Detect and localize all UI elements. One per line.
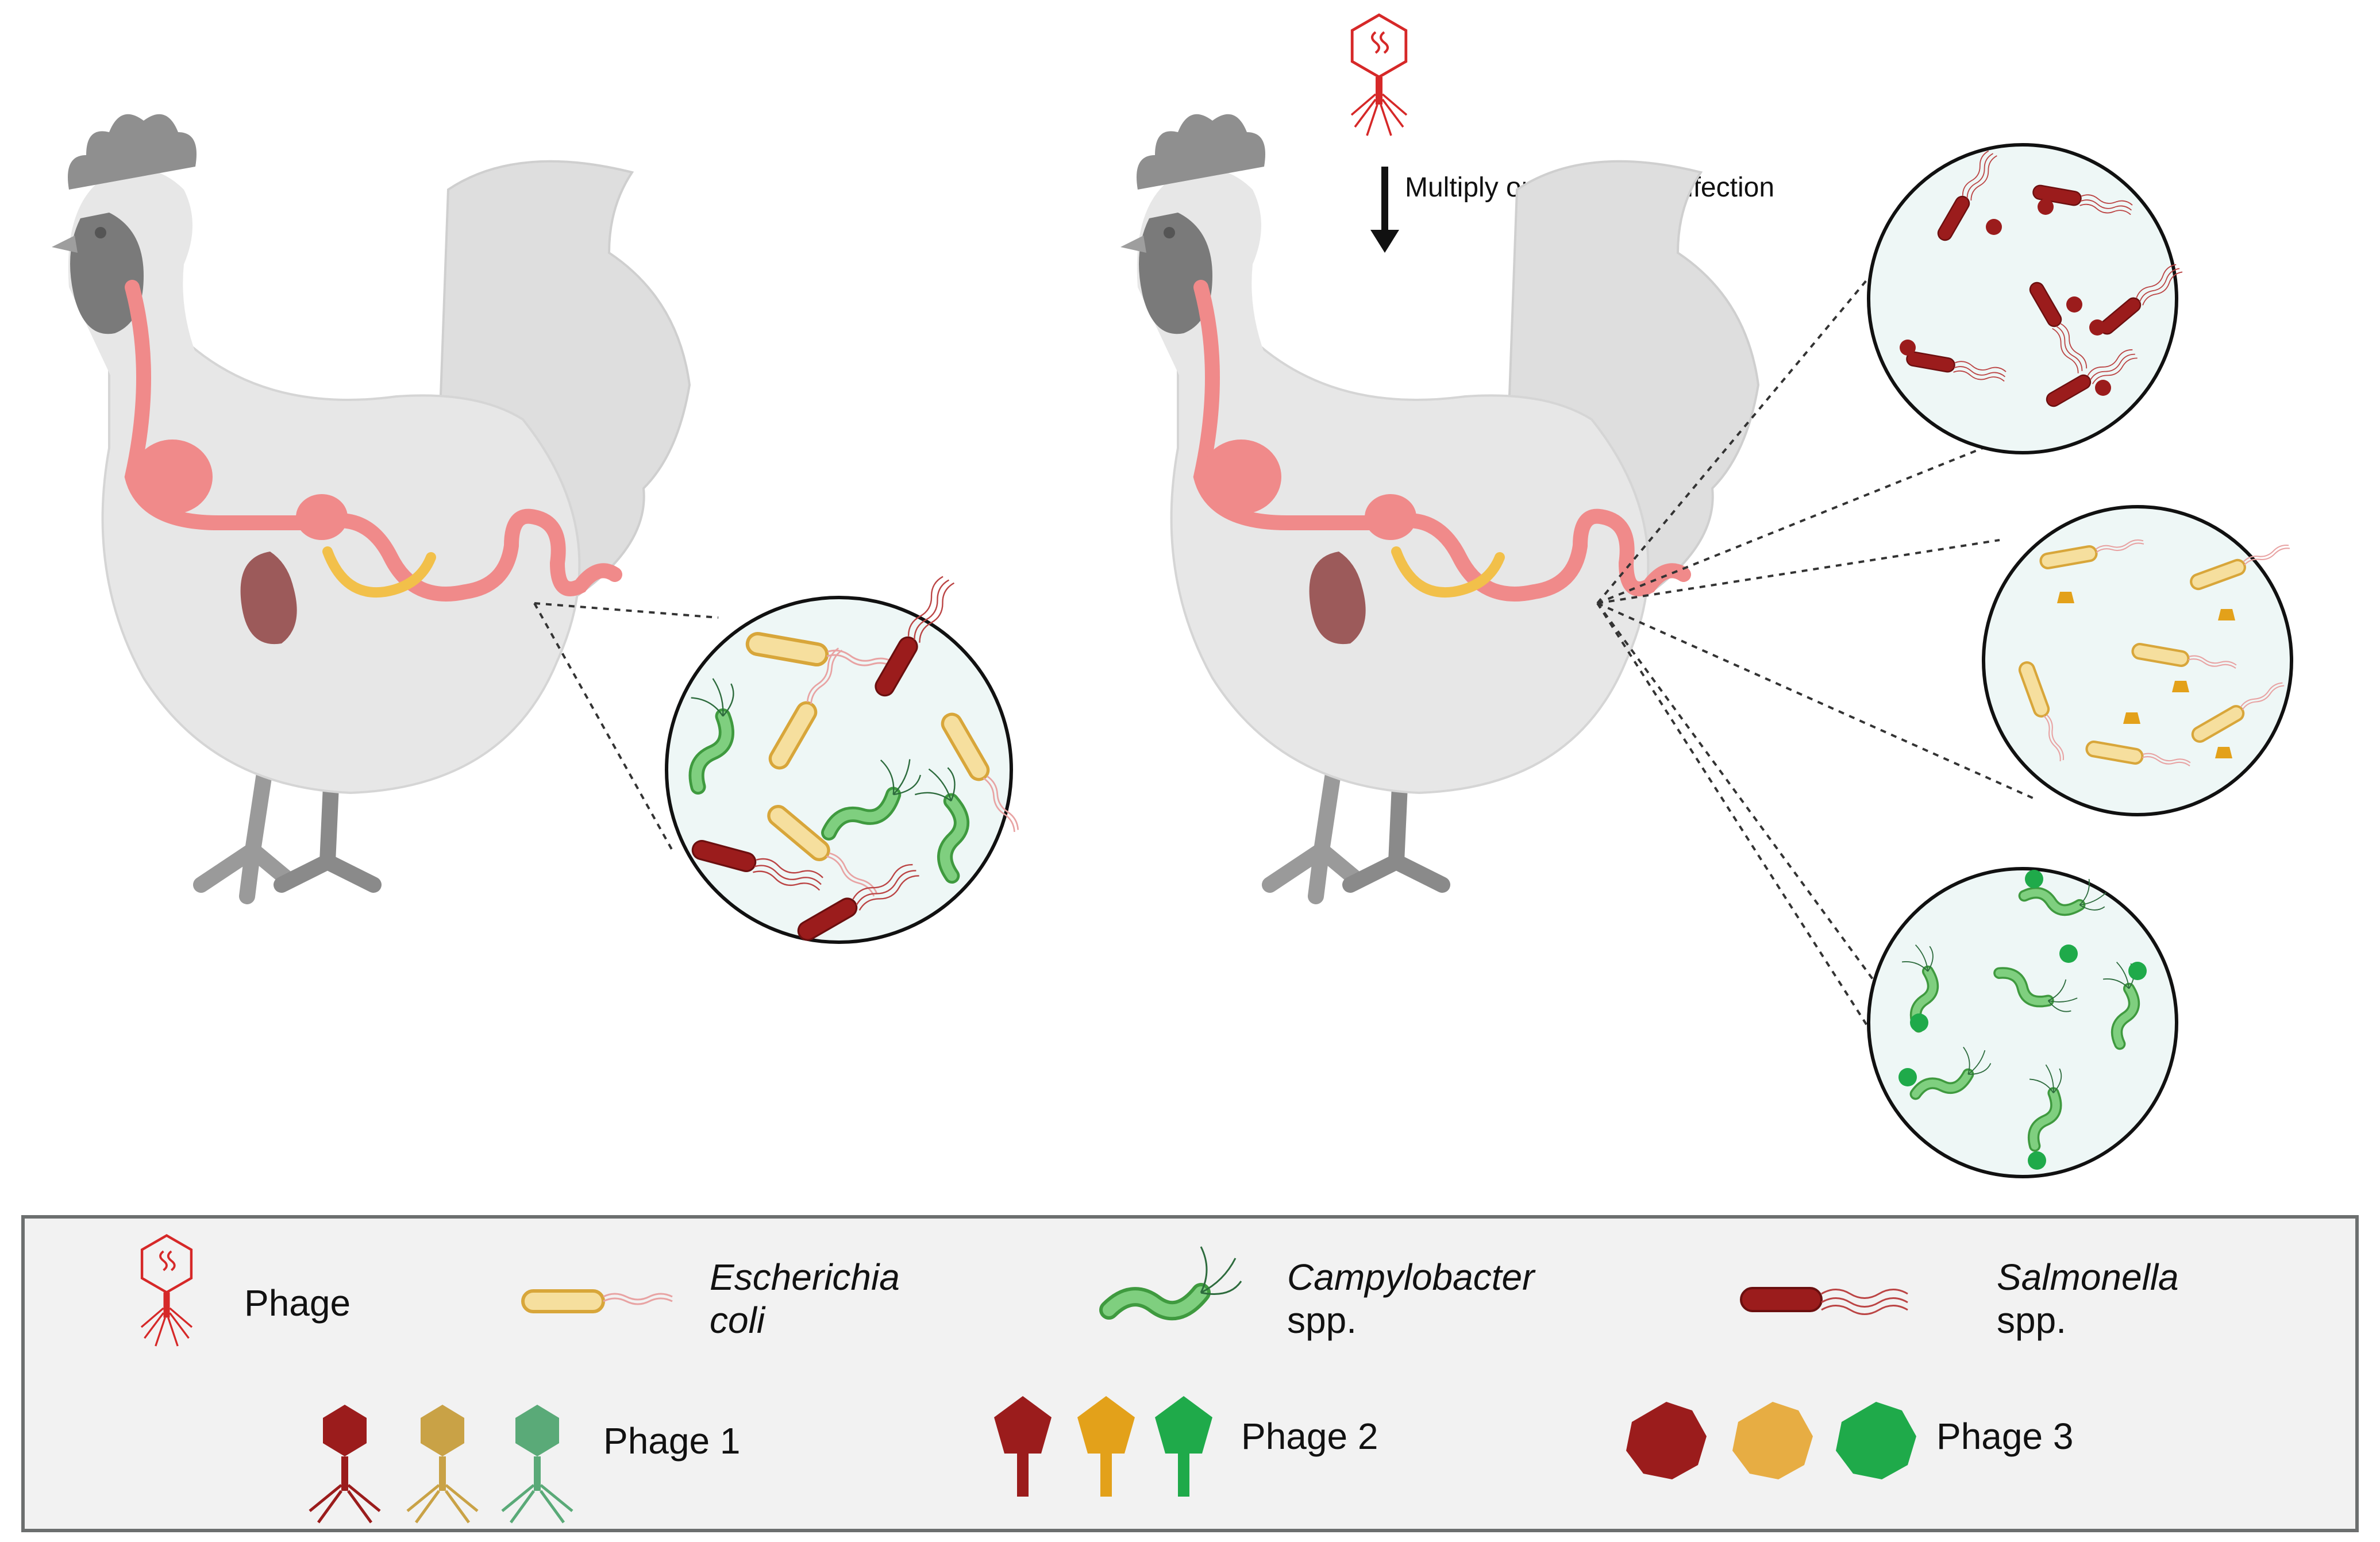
- magnifier-circle-salmonella: [1867, 143, 2185, 454]
- legend-phage1-icons: [309, 1405, 573, 1524]
- legend-phage1-label: Phage 1: [603, 1420, 740, 1462]
- legend-phage2-label: Phage 2: [1241, 1416, 1378, 1457]
- magnifier-circle-mixed: [654, 573, 1023, 947]
- legend-box: [21, 1215, 2359, 1532]
- legend-salmonella-line1: Salmonella: [1997, 1256, 2179, 1298]
- chicken-left: [52, 114, 690, 896]
- legend-phage3-label: Phage 3: [1936, 1416, 2073, 1457]
- legend-ecoli-line2: coli: [710, 1300, 766, 1341]
- legend-ecoli-line1: Escherichia: [710, 1256, 900, 1298]
- arrow-down-icon: [1370, 167, 1399, 253]
- magnifier-circle-ecoli: [1982, 505, 2292, 816]
- phage-icon: [1351, 15, 1407, 136]
- legend-phage3-icons: [1626, 1402, 1916, 1479]
- magnifier-circle-campylobacter: [1867, 860, 2178, 1178]
- legend-phage-label: Phage: [244, 1282, 351, 1324]
- legend-campylobacter-line2: spp.: [1287, 1300, 1357, 1341]
- legend-campylobacter-line1: Campylobacter: [1287, 1256, 1536, 1298]
- zoom-lines-right: [1596, 223, 2035, 1081]
- chicken-right: [1120, 114, 1758, 896]
- zoom-lines-left: [533, 602, 719, 851]
- legend-phage2-icons: [994, 1396, 1212, 1497]
- legend-salmonella-line2: spp.: [1997, 1300, 2066, 1341]
